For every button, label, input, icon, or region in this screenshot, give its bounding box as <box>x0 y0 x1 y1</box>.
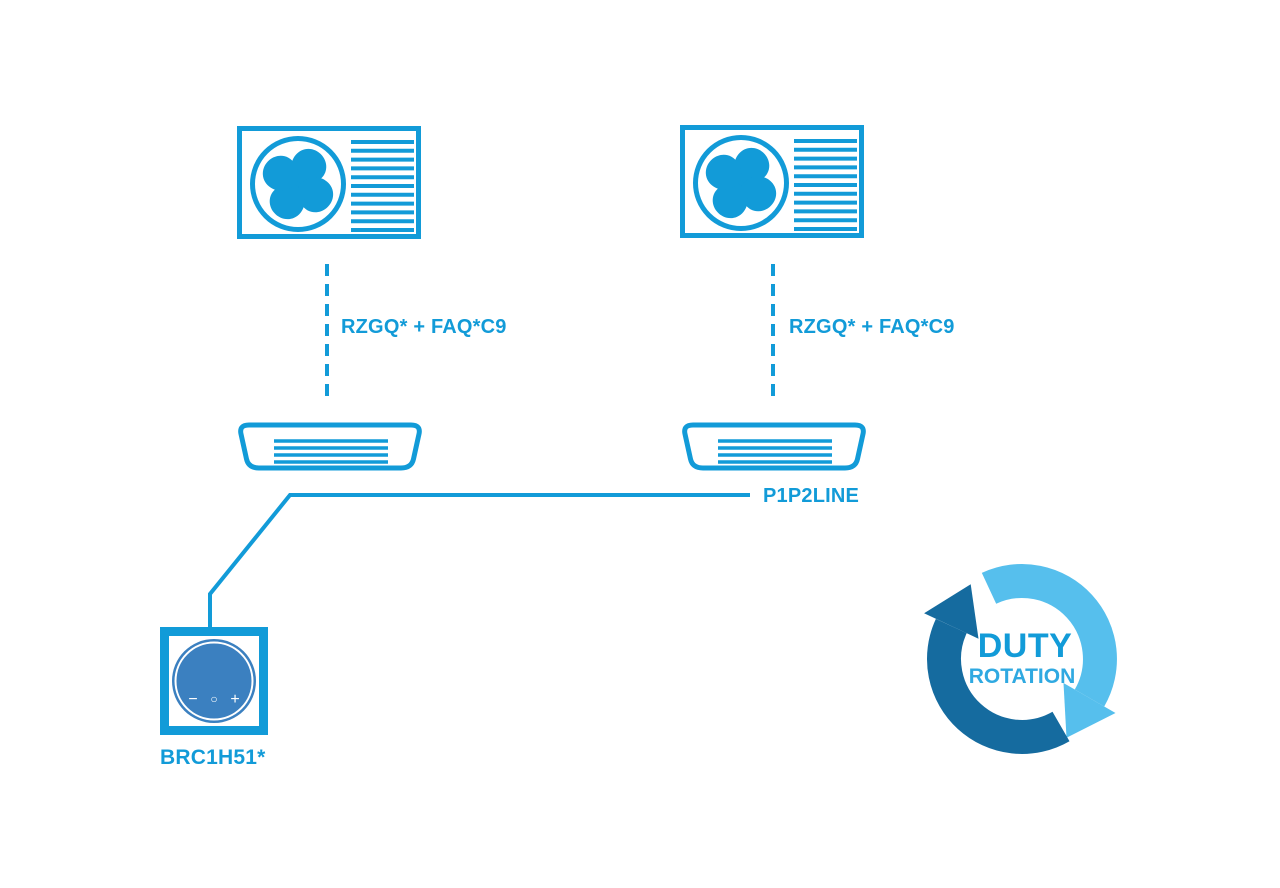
outdoor-unit-right-icon <box>680 125 864 238</box>
minus-button-icon: − <box>188 691 197 708</box>
fan-blades-icon <box>262 148 334 220</box>
label-p1p2-bus: P1P2LINE <box>763 485 860 507</box>
label-outdoor-pair-right: RZGQ* + FAQ*C9 <box>789 316 955 338</box>
controller-dial-ring <box>174 641 254 721</box>
indoor-unit-right-icon <box>682 422 866 471</box>
badge-duty-text: DUTY <box>978 627 1073 665</box>
indoor-unit-left-icon <box>238 422 422 471</box>
duty-rotation-arrows-icon <box>924 564 1117 754</box>
fan-blades-icon <box>705 147 777 219</box>
grille-lines-icon <box>351 140 414 232</box>
power-button-icon: ○ <box>210 692 217 706</box>
outdoor-unit-left-icon <box>237 126 421 239</box>
controller-dial <box>172 639 256 723</box>
louvre-lines-icon <box>274 439 388 464</box>
p1p2-bus-line <box>208 493 750 633</box>
label-controller-model: BRC1H51* <box>160 746 266 769</box>
badge-rotation-text: ROTATION <box>969 665 1076 688</box>
controller-icon: − ○ + <box>160 627 268 735</box>
label-outdoor-pair-left: RZGQ* + FAQ*C9 <box>341 316 507 338</box>
plus-button-icon: + <box>230 691 239 708</box>
louvre-lines-icon <box>718 439 832 464</box>
grille-lines-icon <box>794 139 857 231</box>
duty-rotation-badge: DUTY ROTATION <box>924 564 1117 754</box>
